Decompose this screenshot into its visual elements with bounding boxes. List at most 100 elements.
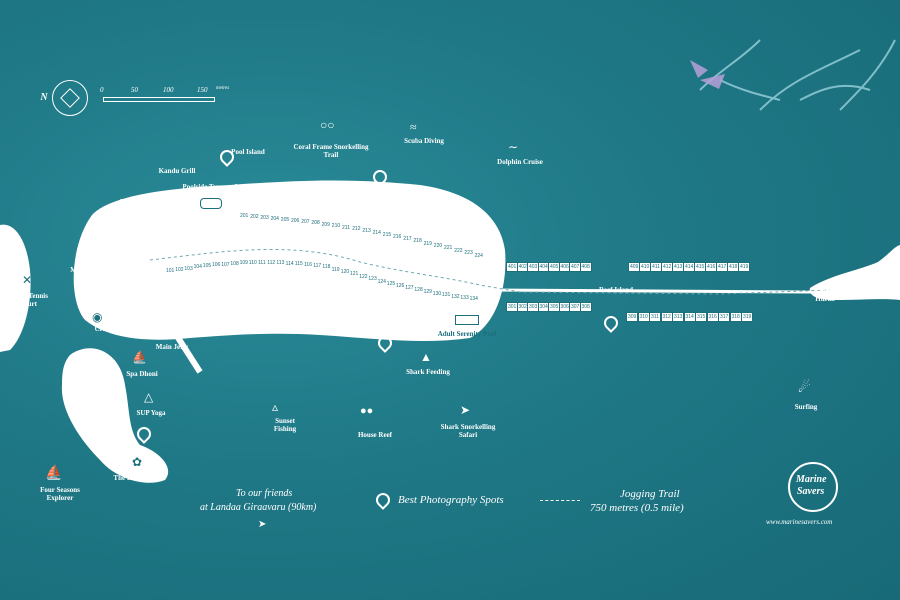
room-number: 102 xyxy=(175,266,184,273)
room-number: 210 xyxy=(331,222,341,229)
room-number: 308 xyxy=(579,302,592,312)
label-vahbou[interactable]: Vahbou Huraa xyxy=(813,287,837,303)
room-number: 112 xyxy=(267,260,276,267)
crab-icon: ◉ xyxy=(92,310,103,324)
room-number: 208 xyxy=(311,220,320,227)
label-shark-feeding[interactable]: Shark Feeding xyxy=(406,368,450,376)
label-sup-yoga[interactable]: SUP Yoga xyxy=(136,409,166,417)
label-island-tennis[interactable]: Island Tennis Court xyxy=(8,292,48,308)
label-scuba[interactable]: Scuba Diving xyxy=(404,137,444,145)
room-number: 126 xyxy=(396,283,405,290)
main-jetty-line xyxy=(165,320,203,374)
shark-icon: ▲ xyxy=(420,350,432,364)
logo-text-line1: Marine xyxy=(796,474,827,485)
label-sunrise-yoga[interactable]: Sunrise Yoga xyxy=(229,190,269,198)
boat-icon: ▵ xyxy=(272,400,279,414)
label-kids-club[interactable]: Kids' Club xyxy=(215,228,249,236)
label-kandu-grill[interactable]: Kandu Grill xyxy=(158,167,196,175)
room-number: 314 xyxy=(683,312,696,322)
label-marine-centre[interactable]: Marine Discovery Centre xyxy=(70,266,124,282)
ship-icon: ⛵ xyxy=(45,466,63,481)
label-main-lobby[interactable]: Main Lobby xyxy=(118,274,156,282)
room-number: 130 xyxy=(432,290,442,297)
label-poolside[interactable]: Poolside Terrace & Bar xyxy=(182,183,240,199)
label-surf-shack[interactable]: Surf Shack xyxy=(183,292,217,300)
room-number: 116 xyxy=(304,261,312,268)
label-recreation[interactable]: Recreation & Water Sports Centre xyxy=(194,308,256,324)
room-number: 318 xyxy=(729,312,742,322)
label-spa-dhoni[interactable]: Spa Dhoni xyxy=(126,370,158,378)
room-number: 211 xyxy=(342,224,350,231)
room-number: 212 xyxy=(352,226,361,233)
room-number: 103 xyxy=(184,265,193,272)
label-reef-island[interactable]: Reef Island xyxy=(598,286,634,294)
scuba-diver-icon: ≈ xyxy=(410,120,417,134)
room-number: 118 xyxy=(322,264,331,271)
compass-icon xyxy=(52,80,88,116)
label-cafe-huraa[interactable]: Cafe Huraa xyxy=(153,215,189,223)
scale-tick-100: 100 xyxy=(163,86,174,94)
room-number: 224 xyxy=(474,253,483,259)
poolside-pool-icon xyxy=(200,198,222,209)
sup-yoga-icon: △ xyxy=(144,390,154,404)
dolphin-icon: ∼ xyxy=(508,140,519,154)
room-number: 203 xyxy=(260,214,269,221)
room-number: 313 xyxy=(672,312,685,322)
label-surfing[interactable]: Surfing xyxy=(794,403,818,411)
tennis-island xyxy=(0,224,31,352)
label-sunset-lounge[interactable]: Sunset Lounge xyxy=(114,292,138,308)
scale-unit: metres xyxy=(216,86,230,91)
pool-icon xyxy=(455,315,479,325)
label-resort-shop[interactable]: Resort Shop xyxy=(140,268,178,276)
label-coral-frame[interactable]: Coral Frame Snorkelling Trail xyxy=(293,143,369,159)
label-house-reef[interactable]: House Reef xyxy=(357,431,393,439)
label-reef-club[interactable]: Reef Club Restaurant & Bar xyxy=(432,288,498,304)
room-number: 134 xyxy=(469,295,478,302)
label-dive-centre[interactable]: Dive Centre xyxy=(160,295,196,303)
room-number: 124 xyxy=(377,278,386,285)
room-number: 204 xyxy=(270,215,279,222)
label-pool-island[interactable]: Pool Island xyxy=(231,148,265,156)
label-crab-races[interactable]: Crab Races xyxy=(94,325,130,333)
room-number: 125 xyxy=(386,281,396,288)
room-number: 123 xyxy=(368,276,377,283)
marine-savers-logo xyxy=(788,462,838,512)
coral-frame-icon: ○○ xyxy=(320,118,335,132)
room-number: 122 xyxy=(359,273,368,280)
spa-dhoni-icon: ⛵ xyxy=(132,350,147,364)
label-main-jetty[interactable]: Main Jetty xyxy=(155,343,189,351)
room-number: 113 xyxy=(276,260,285,267)
website-url[interactable]: www.marinesavers.com xyxy=(766,518,833,526)
surfer-icon: ☄ xyxy=(798,381,811,396)
room-number: 121 xyxy=(350,271,359,278)
legend-friends-line1: To our friends xyxy=(236,488,293,499)
label-adult-pool[interactable]: Adult Serenity Pool xyxy=(437,330,497,338)
label-four-seasons-explorer[interactable]: Four Seasons Explorer xyxy=(40,486,80,502)
room-number: 316 xyxy=(706,312,719,322)
label-shark-safari[interactable]: Shark Snorkelling Safari xyxy=(440,423,496,439)
room-number: 309 xyxy=(626,312,639,322)
room-number: 111 xyxy=(258,260,266,266)
legend-jogging-line xyxy=(540,500,580,501)
label-island-spa[interactable]: The Island Spa xyxy=(113,474,159,482)
label-gym[interactable]: Gym and Lava Lounge xyxy=(167,225,237,233)
label-sunset-fishing[interactable]: Sunset Fishing xyxy=(273,417,297,433)
label-baraabaru[interactable]: Baraabaru Restaurant xyxy=(120,198,188,206)
lotus-icon: ✿ xyxy=(132,455,143,469)
room-number: 120 xyxy=(340,269,350,276)
room-number: 104 xyxy=(193,264,202,271)
room-number: 215 xyxy=(382,231,392,238)
room-number: 214 xyxy=(372,229,381,236)
label-dolphin[interactable]: Dolphin Cruise xyxy=(497,158,543,166)
label-resort-clinic[interactable]: Resort Clinic xyxy=(106,242,146,250)
room-number: 206 xyxy=(291,217,300,224)
room-number: 223 xyxy=(464,250,473,257)
room-number: 419 xyxy=(738,262,751,272)
room-number: 109 xyxy=(239,260,248,267)
room-number: 127 xyxy=(405,285,414,292)
scale-tick-0: 0 xyxy=(100,86,104,94)
room-number: 101 xyxy=(166,268,175,274)
room-number: 311 xyxy=(649,312,661,322)
